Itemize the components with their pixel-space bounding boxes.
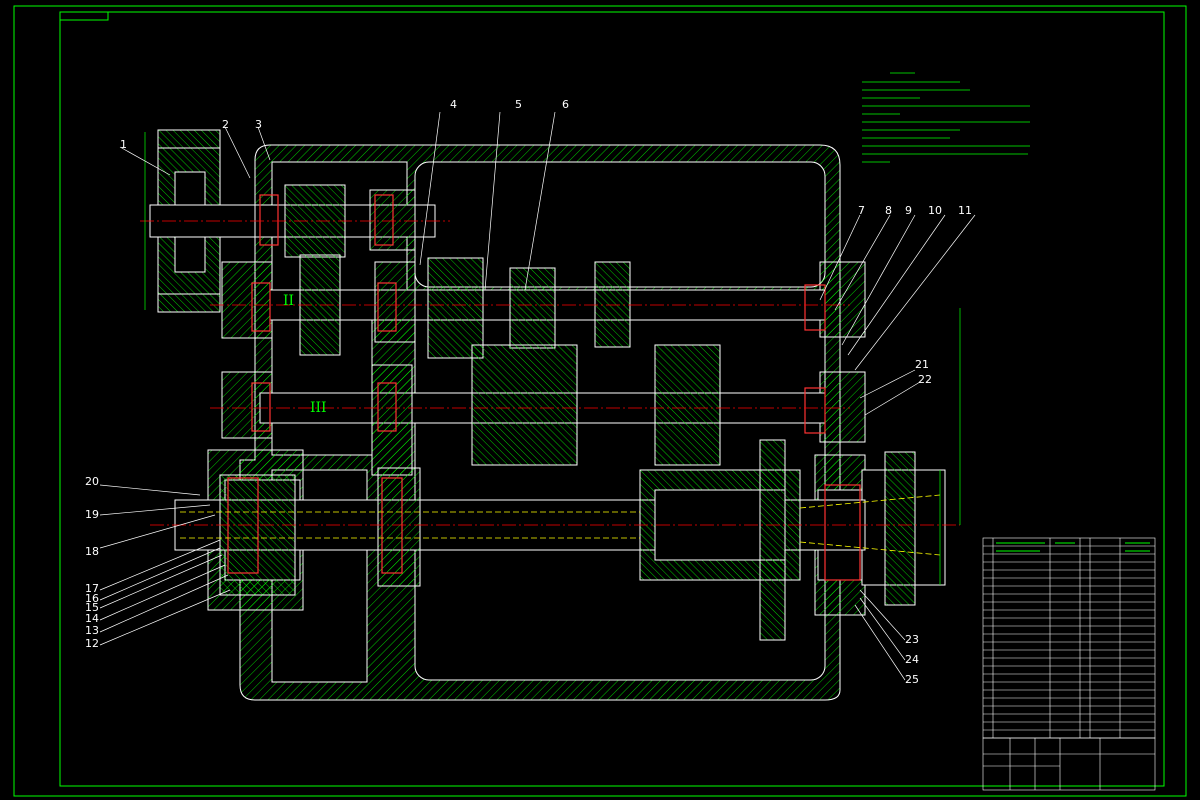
- right-cap-upper: [819, 261, 866, 338]
- part-number-20: 20: [85, 475, 99, 488]
- parts-list-entries: [996, 542, 1150, 552]
- part-number-9: 9: [905, 204, 912, 217]
- part-number-19: 19: [85, 508, 99, 521]
- part-number-1: 1: [120, 138, 127, 151]
- part-number-11: 11: [958, 204, 972, 217]
- hidden-lines: [180, 494, 941, 556]
- part-number-8: 8: [885, 204, 892, 217]
- part-number-6: 6: [562, 98, 569, 111]
- dimension-lines: [144, 132, 961, 585]
- part-number-25: 25: [905, 673, 919, 686]
- part-number-10: 10: [928, 204, 942, 217]
- part-number-13: 13: [85, 624, 99, 637]
- technical-notes: [862, 72, 1030, 163]
- part-number-14: 14: [85, 612, 99, 625]
- leader-lines: [99, 111, 976, 681]
- part-number-21: 21: [915, 358, 929, 371]
- parts-list-table: [982, 537, 1156, 739]
- part-number-23: 23: [905, 633, 919, 646]
- corner-box: [59, 11, 109, 21]
- centerlines: [140, 220, 960, 526]
- shaft-label-iii: III: [310, 400, 327, 416]
- inner-frame: [59, 11, 1165, 787]
- outer-frame: [13, 5, 1187, 797]
- part-number-2: 2: [222, 118, 229, 131]
- spindle-nose-flange: [884, 451, 916, 606]
- part-number-24: 24: [905, 653, 919, 666]
- part-number-15: 15: [85, 601, 99, 614]
- bearings: [227, 194, 861, 581]
- part-number-7: 7: [858, 204, 865, 217]
- part-number-3: 3: [255, 118, 262, 131]
- part-number-4: 4: [450, 98, 457, 111]
- part-number-22: 22: [918, 373, 932, 386]
- parts-list-rows: [983, 545, 1155, 731]
- shaft-label-ii: II: [283, 293, 294, 309]
- part-number-17: 17: [85, 582, 99, 595]
- part-number-16: 16: [85, 592, 99, 605]
- part-numbers: 1 2 3 4 5 6 7 8 9 10 11 21 22 20 19 18 1…: [85, 98, 972, 686]
- part-number-12: 12: [85, 637, 99, 650]
- left-cap: [221, 261, 273, 339]
- part-number-18: 18: [85, 545, 99, 558]
- right-cap-mid: [819, 371, 866, 443]
- title-block: [982, 737, 1156, 791]
- part-number-5: 5: [515, 98, 522, 111]
